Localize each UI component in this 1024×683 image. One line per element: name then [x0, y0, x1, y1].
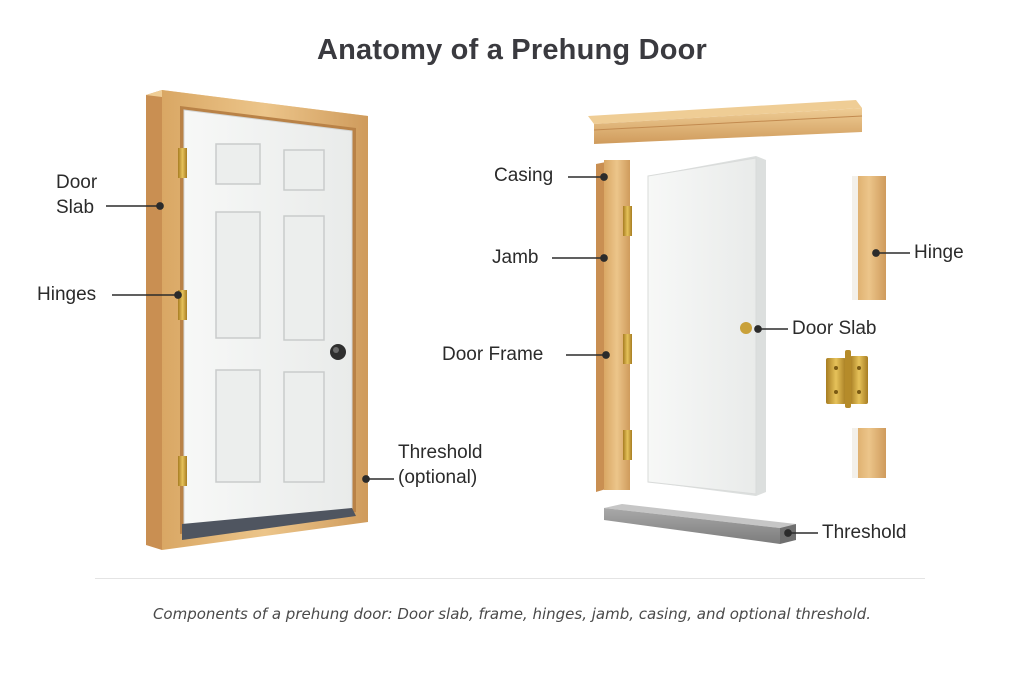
caption: Components of a prehung door: Door slab,… — [152, 605, 872, 623]
assembled-door — [146, 90, 368, 550]
door-slab-right — [647, 156, 766, 496]
divider — [95, 578, 925, 579]
label-threshold-optional: Threshold (optional) — [398, 442, 483, 488]
jamb-hinges — [623, 206, 632, 460]
casing-header — [588, 100, 863, 144]
label-door-slab-right: Door Slab — [792, 318, 877, 339]
label-casing: Casing — [494, 165, 554, 186]
hinges-left — [178, 148, 187, 486]
label-hinges: Hinges — [37, 284, 97, 305]
label-threshold: Threshold — [822, 522, 907, 543]
page-title: Anatomy of a Prehung Door — [316, 34, 708, 66]
leader-lines — [106, 173, 910, 537]
door-panels — [215, 143, 325, 483]
label-jamb: Jamb — [492, 247, 539, 268]
threshold-stone — [604, 504, 796, 544]
hinge-post-bottom — [852, 428, 886, 478]
label-door-slab-left: Door Slab — [56, 172, 98, 218]
door-slab-left — [183, 109, 353, 531]
frame-side-depth — [146, 90, 162, 550]
label-door-frame: Door Frame — [442, 344, 544, 365]
hinge-post-top — [852, 176, 886, 300]
threshold-strip — [182, 508, 356, 540]
loose-hinge — [826, 350, 868, 408]
jamb-post — [596, 160, 632, 492]
label-hinge: Hinge — [914, 242, 964, 263]
